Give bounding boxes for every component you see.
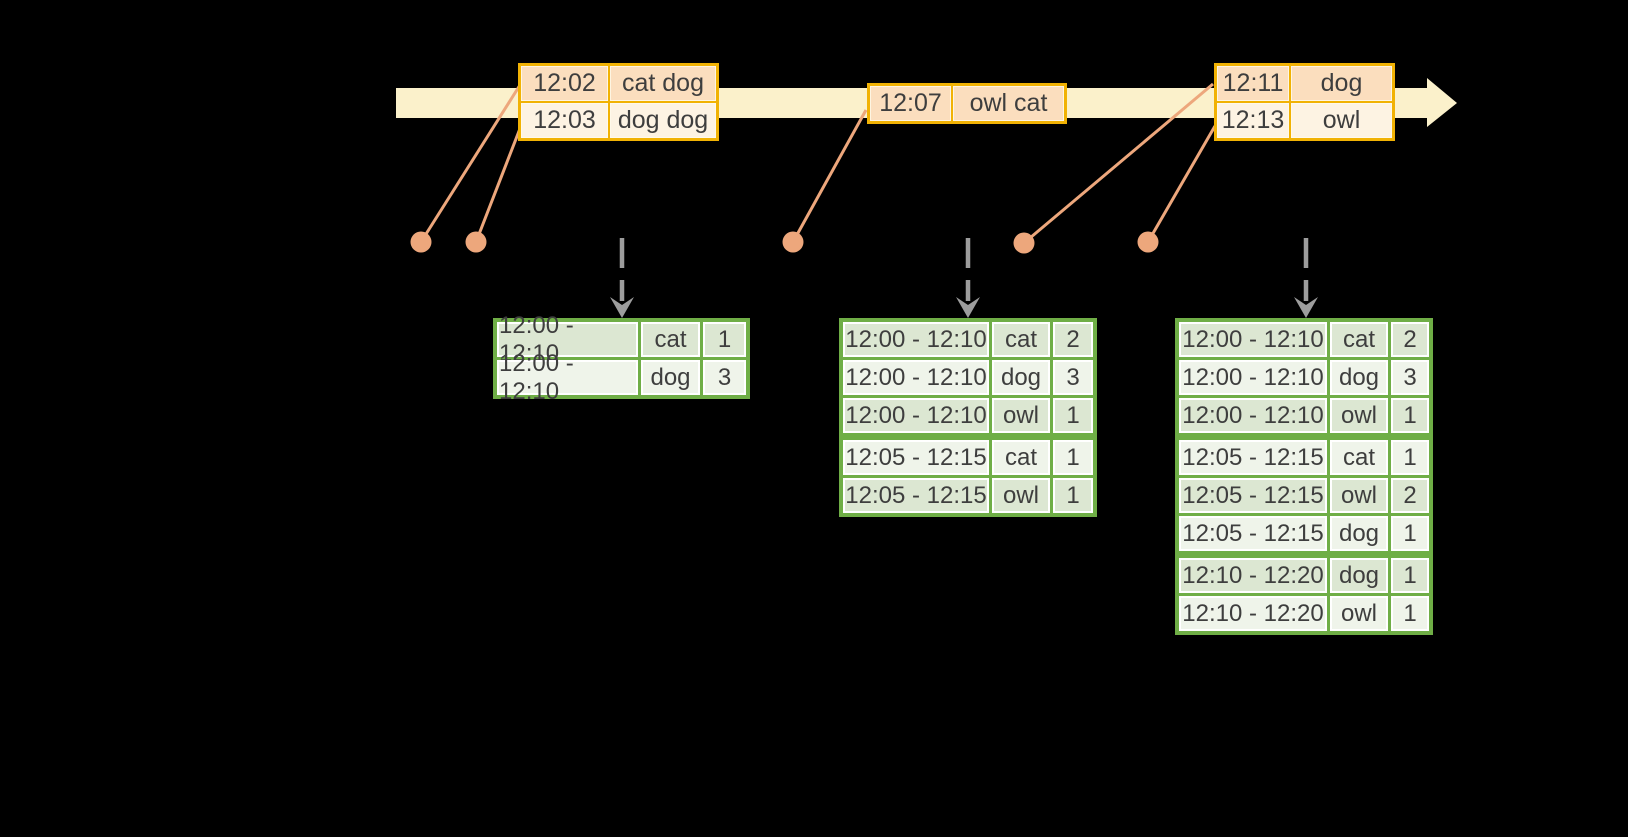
word-cell: dog bbox=[1330, 360, 1388, 395]
event-link-line bbox=[1023, 82, 1214, 245]
trigger-arrow bbox=[956, 238, 980, 318]
window-cell: 12:00 - 12:10 bbox=[1179, 322, 1327, 357]
window-cell: 12:05 - 12:15 bbox=[843, 440, 989, 475]
word-cell: cat bbox=[1330, 440, 1388, 475]
count-cell: 2 bbox=[1053, 322, 1093, 357]
word-cell: owl bbox=[992, 478, 1050, 513]
event-dot bbox=[410, 231, 432, 253]
word-cell: owl bbox=[1330, 596, 1388, 631]
word-cell: cat bbox=[992, 440, 1050, 475]
window-cell: 12:00 - 12:10 bbox=[843, 398, 989, 433]
count-cell: 3 bbox=[1391, 360, 1429, 395]
window-cell: 12:05 - 12:15 bbox=[843, 478, 989, 513]
arrow-down-icon bbox=[1294, 297, 1318, 318]
event-link-line bbox=[419, 84, 522, 243]
event-words-cell: cat dog bbox=[610, 66, 716, 101]
event-time-cell: 12:03 bbox=[521, 103, 608, 138]
event-time-cell: 12:13 bbox=[1217, 103, 1289, 138]
window-cell: 12:00 - 12:10 bbox=[843, 322, 989, 357]
event-time-cell: 12:11 bbox=[1217, 66, 1289, 101]
count-cell: 3 bbox=[1053, 360, 1093, 395]
word-cell: dog bbox=[641, 360, 700, 395]
window-cell: 12:05 - 12:15 bbox=[1179, 478, 1327, 513]
word-cell: owl bbox=[1330, 478, 1388, 513]
window-cell: 12:00 - 12:10 bbox=[843, 360, 989, 395]
trigger-arrow bbox=[1294, 238, 1318, 318]
window-cell: 12:10 - 12:20 bbox=[1179, 596, 1327, 631]
window-cell: 12:00 - 12:10 bbox=[1179, 398, 1327, 433]
event-words-cell: dog dog bbox=[610, 103, 716, 138]
word-cell: owl bbox=[1330, 398, 1388, 433]
event-dot bbox=[465, 231, 487, 253]
count-cell: 2 bbox=[1391, 478, 1429, 513]
window-cell: 12:10 - 12:20 bbox=[1179, 558, 1327, 593]
count-cell: 1 bbox=[1053, 478, 1093, 513]
word-cell: dog bbox=[1330, 516, 1388, 551]
event-dot bbox=[1013, 232, 1035, 254]
trigger-arrow bbox=[610, 238, 634, 318]
event-words-cell: owl cat bbox=[953, 86, 1064, 121]
count-cell: 1 bbox=[1391, 440, 1429, 475]
event-words-cell: owl bbox=[1291, 103, 1392, 138]
word-cell: dog bbox=[992, 360, 1050, 395]
word-cell: owl bbox=[992, 398, 1050, 433]
count-cell: 1 bbox=[703, 322, 746, 357]
event-dot bbox=[782, 231, 804, 253]
window-cell: 12:00 - 12:10 bbox=[497, 350, 638, 405]
window-cell: 12:05 - 12:15 bbox=[1179, 440, 1327, 475]
count-cell: 1 bbox=[1391, 596, 1429, 631]
event-dot bbox=[1137, 231, 1159, 253]
window-cell: 12:00 - 12:10 bbox=[1179, 360, 1327, 395]
count-cell: 2 bbox=[1391, 322, 1429, 357]
arrow-down-icon bbox=[956, 297, 980, 318]
event-words-cell: dog bbox=[1291, 66, 1392, 101]
word-cell: cat bbox=[1330, 322, 1388, 357]
count-cell: 1 bbox=[1391, 516, 1429, 551]
timeline-arrowhead-icon bbox=[1427, 78, 1457, 127]
event-time-cell: 12:07 bbox=[870, 86, 951, 121]
event-link-line bbox=[474, 125, 523, 243]
event-time-cell: 12:02 bbox=[521, 66, 608, 101]
count-cell: 1 bbox=[1053, 398, 1093, 433]
count-cell: 3 bbox=[703, 360, 746, 395]
count-cell: 1 bbox=[1391, 558, 1429, 593]
window-cell: 12:05 - 12:15 bbox=[1179, 516, 1327, 551]
event-link-line bbox=[1146, 125, 1217, 243]
word-cell: cat bbox=[641, 322, 700, 357]
count-cell: 1 bbox=[1391, 398, 1429, 433]
arrow-down-icon bbox=[610, 297, 634, 318]
word-cell: cat bbox=[992, 322, 1050, 357]
word-cell: dog bbox=[1330, 558, 1388, 593]
count-cell: 1 bbox=[1053, 440, 1093, 475]
event-link-line bbox=[791, 109, 868, 243]
